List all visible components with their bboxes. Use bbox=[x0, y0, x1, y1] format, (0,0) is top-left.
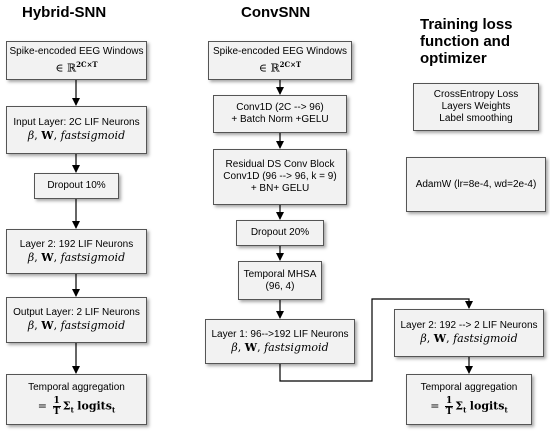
title-training-line-1: Training loss bbox=[420, 16, 513, 33]
hybrid-layer2-params: β, W, fastsigmoid bbox=[27, 250, 126, 264]
hybrid-input-windows-math: ∈ ℝ2C×T bbox=[55, 59, 98, 75]
hybrid-dropout-label: Dropout 10% bbox=[47, 180, 106, 191]
hybrid-layer2-label: Layer 2: 192 LIF Neurons bbox=[19, 238, 134, 250]
training-loss-line-2: Layers Weights bbox=[441, 101, 511, 112]
hybrid-output-layer-label: Output Layer: 2 LIF Neurons bbox=[13, 307, 140, 318]
hybrid-aggregation-label: Temporal aggregation bbox=[28, 381, 125, 393]
title-training-line-2: function and bbox=[420, 33, 510, 50]
hybrid-input-layer-label: Input Layer: 2C LIF Neurons bbox=[13, 117, 140, 128]
conv-dropout: Dropout 20% bbox=[236, 220, 324, 246]
hybrid-input-layer-params: β, W, fastsigmoid bbox=[27, 129, 126, 142]
hybrid-layer2: Layer 2: 192 LIF Neurons β, W, fastsigmo… bbox=[6, 229, 147, 274]
conv-mhsa-line-2: (96, 4) bbox=[265, 280, 295, 292]
conv-residual-line-3: + BN+ GELU bbox=[250, 183, 310, 194]
conv-conv1d-line-2: + Batch Norm +GELU bbox=[231, 114, 329, 125]
conv-input-windows: Spike-encoded EEG Windows ∈ ℝ2C×T bbox=[208, 41, 352, 80]
conv-layer1-label: Layer 1: 96-->192 LIF Neurons bbox=[211, 328, 349, 340]
conv-mhsa-line-1: Temporal MHSA bbox=[243, 268, 317, 280]
hybrid-output-layer: Output Layer: 2 LIF Neurons β, W, fastsi… bbox=[6, 297, 147, 343]
training-optimizer-label: AdamW (lr=8e-4, wd=2e-4) bbox=[415, 178, 537, 190]
conv-input-windows-math: ∈ ℝ2C×T bbox=[258, 59, 302, 75]
hybrid-dropout: Dropout 10% bbox=[34, 173, 119, 199]
title-training: Training loss function and optimizer bbox=[420, 16, 513, 67]
conv-input-windows-label: Spike-encoded EEG Windows bbox=[213, 45, 347, 57]
conv-residual-block: Residual DS Conv Block Conv1D (96 --> 96… bbox=[213, 149, 347, 205]
training-loss-box: CrossEntropy Loss Layers Weights Label s… bbox=[413, 83, 539, 131]
hybrid-input-windows: Spike-encoded EEG Windows ∈ ℝ2C×T bbox=[6, 41, 147, 80]
arrow-conv-layer1-to-layer2 bbox=[279, 298, 473, 382]
conv-dropout-label: Dropout 20% bbox=[250, 227, 310, 238]
hybrid-input-windows-label: Spike-encoded EEG Windows bbox=[9, 45, 144, 57]
conv-layer1: Layer 1: 96-->192 LIF Neurons β, W, fast… bbox=[205, 319, 355, 364]
title-conv-snn: ConvSNN bbox=[241, 4, 311, 21]
conv-layer2-label: Layer 2: 192 --> 2 LIF Neurons bbox=[400, 320, 538, 331]
conv-layer1-params: β, W, fastsigmoid bbox=[231, 340, 329, 354]
conv-conv1d-block: Conv1D (2C --> 96) + Batch Norm +GELU bbox=[213, 95, 347, 133]
training-loss-line-3: Label smoothing bbox=[439, 113, 513, 124]
conv-residual-line-1: Residual DS Conv Block bbox=[225, 159, 335, 170]
conv-conv1d-line-1: Conv1D (2C --> 96) bbox=[236, 102, 324, 113]
training-optimizer-box: AdamW (lr=8e-4, wd=2e-4) bbox=[406, 157, 546, 212]
conv-temporal-mhsa: Temporal MHSA (96, 4) bbox=[238, 261, 322, 300]
conv-aggregation-label: Temporal aggregation bbox=[420, 381, 518, 393]
conv-layer2-params: β, W, fastsigmoid bbox=[420, 332, 518, 345]
title-training-line-3: optimizer bbox=[420, 50, 487, 67]
title-hybrid-snn: Hybrid-SNN bbox=[22, 4, 107, 21]
conv-layer2: Layer 2: 192 --> 2 LIF Neurons β, W, fas… bbox=[394, 309, 544, 357]
training-loss-line-1: CrossEntropy Loss bbox=[433, 89, 519, 100]
hybrid-output-layer-params: β, W, fastsigmoid bbox=[27, 319, 126, 332]
conv-residual-line-2: Conv1D (96 --> 96, k = 9) bbox=[223, 171, 337, 182]
hybrid-input-layer: Input Layer: 2C LIF Neurons β, W, fastsi… bbox=[6, 106, 147, 154]
